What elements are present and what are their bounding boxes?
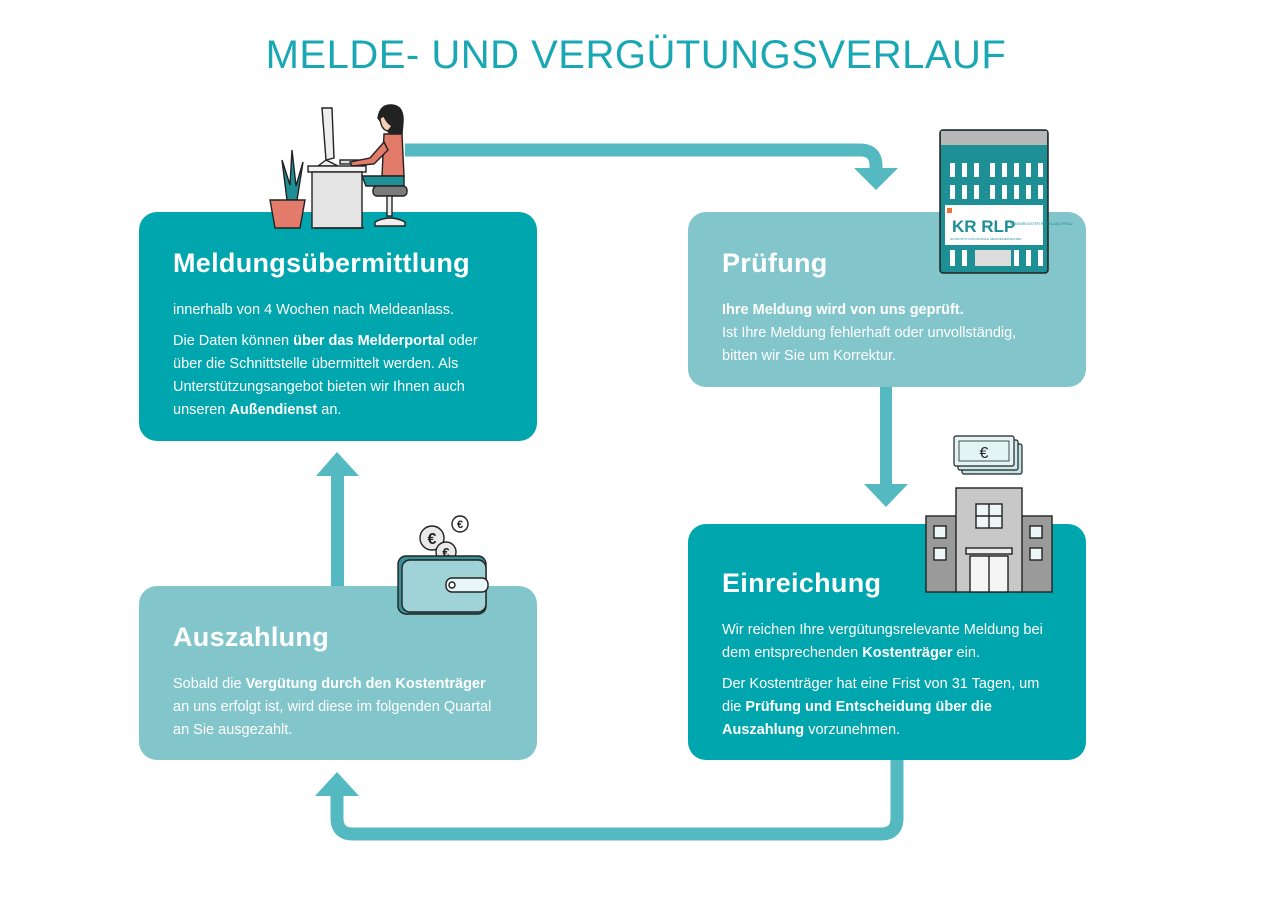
registry-building-icon: KR RLP KREBSREGISTER RHEINLAND-PFALZ IM …	[939, 129, 1074, 274]
money-bills-icon: €	[953, 435, 1023, 475]
euro-symbol: €	[442, 545, 449, 560]
step-heading: Meldungsübermittlung	[173, 248, 470, 278]
step-text: Wir reichen Ihre vergütungsrelevante Mel…	[722, 622, 1043, 661]
euro-symbol: €	[428, 531, 437, 548]
building-windows	[950, 163, 1043, 266]
hospital-building-icon	[925, 487, 1053, 593]
step-heading: Auszahlung	[173, 622, 329, 652]
logo-subtext: KREBSREGISTER RHEINLAND-PFALZ	[1010, 222, 1074, 226]
logo-subtext: IM INSTITUT FÜR DIGITALE GESUNDHEITSDATE…	[950, 237, 1021, 241]
step-meldungsuebermittlung: Meldungsübermittlung innerhalb von 4 Woc…	[139, 212, 537, 441]
logo-text: KR RLP	[952, 217, 1015, 236]
step-text: Ihre Meldung wird von uns geprüft.Ist Ih…	[722, 302, 1017, 364]
arrowhead-down-einreichung	[864, 484, 908, 507]
arrow-pruefung-to-einreichung	[880, 386, 892, 486]
step-text: Die Daten können über das Melderportal o…	[173, 333, 478, 418]
euro-symbol: €	[457, 519, 463, 531]
arrow-meldung-to-pruefung	[405, 143, 883, 172]
arrowhead-down-pruefung	[854, 168, 898, 190]
euro-symbol: €	[980, 445, 989, 462]
arrow-auszahlung-to-meldung	[331, 472, 344, 588]
arrowhead-up-meldung	[316, 452, 359, 476]
step-auszahlung: Auszahlung Sobald die Vergütung durch de…	[139, 586, 537, 760]
step-text: Der Kostenträger hat eine Frist von 31 T…	[722, 676, 1040, 738]
step-text: innerhalb von 4 Wochen nach Meldeanlass.	[173, 302, 455, 318]
arrow-einreichung-to-auszahlung	[330, 758, 904, 841]
step-heading: Prüfung	[722, 248, 828, 278]
step-heading: Einreichung	[722, 568, 882, 598]
wallet-icon: € € €	[397, 515, 489, 615]
step-text: Sobald die Vergütung durch den Kostenträ…	[173, 676, 492, 738]
arrowhead-up-auszahlung	[315, 772, 359, 796]
page-title: MELDE- UND VERGÜTUNGSVERLAUF	[265, 33, 1007, 77]
office-worker-icon	[269, 104, 408, 229]
